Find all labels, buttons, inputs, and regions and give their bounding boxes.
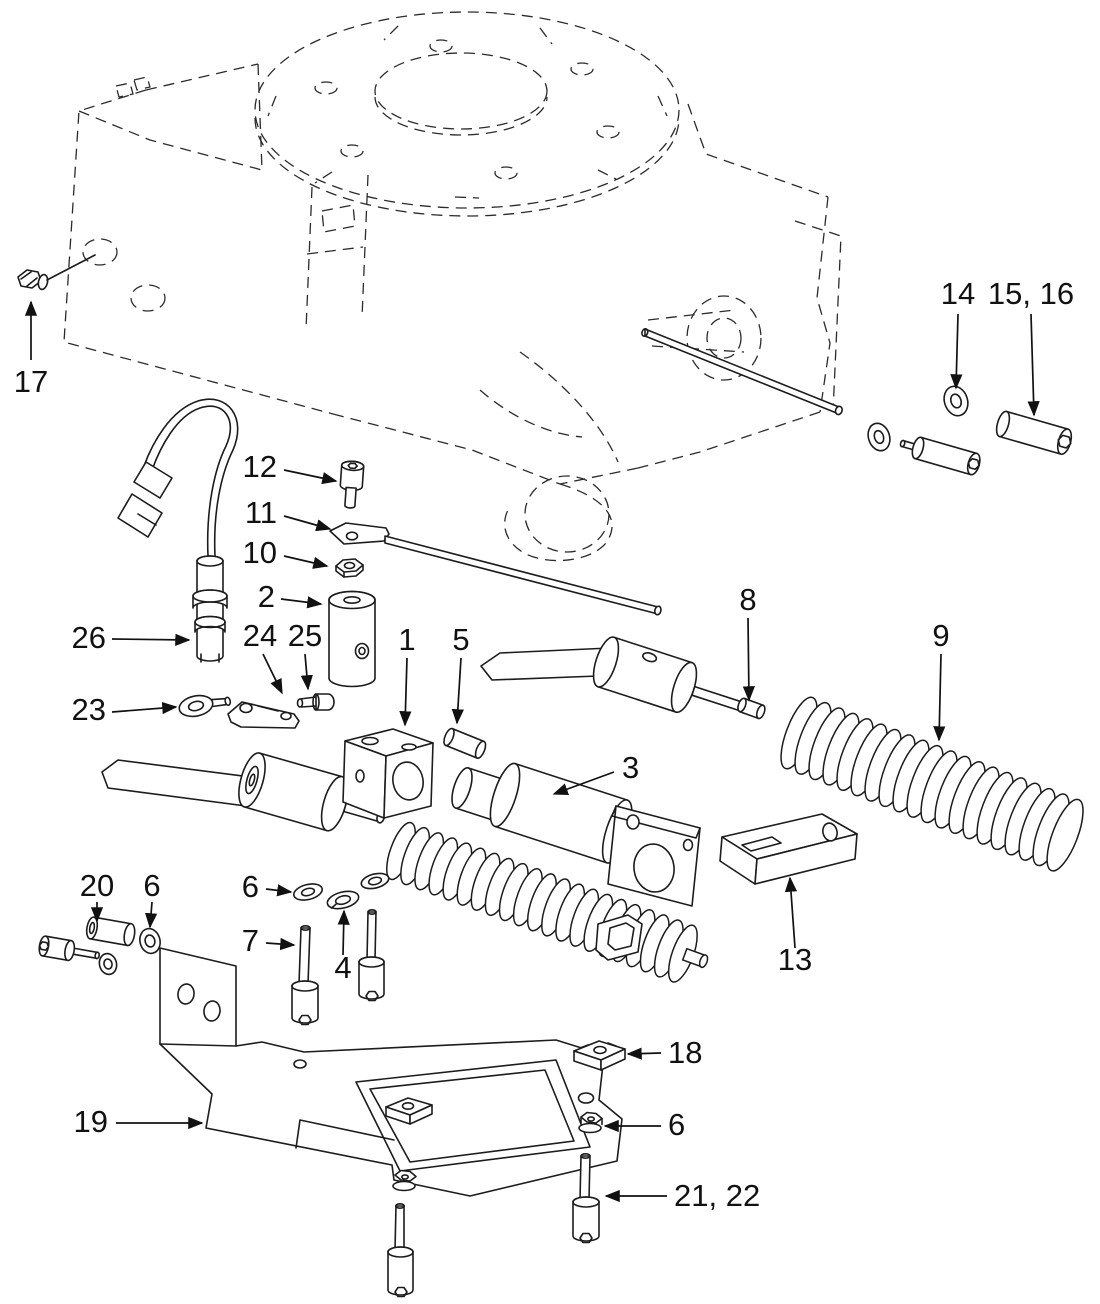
leader-8 (742, 617, 755, 702)
leader-15-16 (1027, 313, 1040, 417)
part-8-pin (737, 697, 766, 720)
callout-label-6a: 6 (242, 869, 259, 904)
leader-26 (111, 633, 191, 646)
callout-label-21-22: 21, 22 (674, 1178, 760, 1213)
part-drive-rod (641, 327, 843, 416)
part-10-nut (335, 558, 364, 578)
leader-11 (283, 515, 332, 532)
part-12-screw (339, 460, 365, 509)
part-25-screw (296, 693, 335, 711)
part-2-cylinder (328, 590, 376, 688)
part-4-washer (326, 890, 360, 910)
part-17-screw (17, 254, 96, 291)
leader-6a (265, 884, 293, 897)
part-13-block (719, 813, 858, 885)
parts (17, 254, 1092, 1298)
part-left-arm (101, 752, 386, 832)
callout-label-1: 1 (398, 622, 415, 657)
callout-label-3: 3 (622, 750, 639, 785)
part-20-bushing (85, 916, 136, 947)
part-26-sensor (117, 398, 239, 663)
callout-label-10: 10 (243, 535, 277, 570)
leader-24 (262, 653, 283, 695)
leader-12 (283, 469, 338, 485)
callout-label-23: 23 (72, 692, 106, 727)
leader-4 (337, 909, 350, 956)
part-19-bracket (159, 947, 623, 1197)
leader-9 (933, 653, 946, 742)
callout-label-26: 26 (72, 620, 106, 655)
callout-label-12: 12 (243, 449, 277, 484)
leader-7 (265, 937, 296, 951)
callout-label-6c: 6 (668, 1107, 685, 1142)
callout-label-7: 7 (242, 923, 259, 958)
part-3-spring (380, 818, 709, 987)
part-right-arm (480, 636, 750, 714)
part-6b-washer (139, 927, 161, 955)
part-15-16-screw (995, 410, 1073, 456)
part-washer-small (867, 422, 891, 452)
part-clip-2 (385, 1097, 433, 1125)
part-23-eyelet (178, 694, 232, 718)
part-screw-inner (899, 436, 981, 476)
part-14-washer (943, 385, 969, 417)
callout-label-25: 25 (288, 618, 322, 653)
part-3-actuator (451, 762, 701, 907)
callout-label-2: 2 (258, 579, 275, 614)
leader-5 (451, 657, 464, 725)
part-6c-nut (578, 1111, 603, 1134)
callout-label-5: 5 (452, 622, 469, 657)
leader-14 (950, 313, 963, 390)
part-bottom-screw (387, 1203, 414, 1298)
housing-hidden-outline (63, 11, 842, 562)
callout-label-15-16: 15, 16 (988, 276, 1074, 311)
part-6a-washer (293, 883, 323, 901)
part-3-clevis (595, 914, 643, 961)
callout-label-13: 13 (778, 942, 812, 977)
callout-label-11: 11 (245, 495, 277, 530)
leader-1 (399, 657, 412, 727)
callout-label-18: 18 (668, 1035, 702, 1070)
leader-6b (144, 901, 158, 929)
part-washer-left (98, 952, 118, 976)
part-washer-extra (360, 872, 390, 890)
callout-label-9: 9 (932, 618, 949, 653)
callout-label-8: 8 (739, 582, 756, 617)
callout-label-17: 17 (14, 364, 48, 399)
part-nut-bottom (392, 1169, 417, 1192)
callout-label-20: 20 (80, 868, 114, 903)
callout-label-6b: 6 (143, 868, 160, 903)
callout-label-4: 4 (334, 950, 351, 985)
part-7b-screw (358, 908, 385, 1002)
part-bolt-left (38, 935, 101, 962)
part-24-link (227, 701, 300, 729)
part-18-clip (573, 1040, 626, 1071)
leader-2 (280, 596, 323, 609)
leader-10 (283, 555, 329, 569)
leader-25 (300, 653, 313, 691)
leader-3 (552, 771, 615, 796)
leader-lines (24, 300, 1040, 1203)
callout-labels: 17 14 15, 16 12 11 10 2 26 24 25 23 1 5 … (14, 276, 1074, 1213)
callout-label-19: 19 (74, 1104, 108, 1139)
part-11-link-rod (329, 522, 662, 616)
part-1-block (342, 728, 434, 819)
part-5-pin (443, 727, 487, 760)
leader-23 (111, 701, 178, 715)
callout-label-24: 24 (243, 618, 277, 653)
leader-13 (784, 876, 798, 949)
callout-label-14: 14 (941, 276, 975, 311)
leader-18 (626, 1047, 662, 1060)
part-21-22-screw (572, 1153, 600, 1244)
part-7-screw (291, 924, 319, 1026)
